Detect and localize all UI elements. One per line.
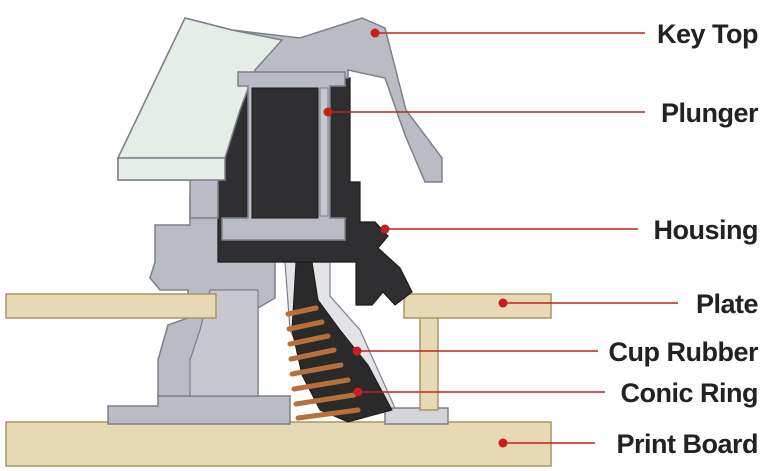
label-conic-ring: Conic Ring bbox=[621, 378, 759, 408]
plunger-stem-slot bbox=[319, 87, 329, 217]
leader-conic-ring bbox=[353, 387, 605, 397]
leader-cup-rubber bbox=[352, 346, 598, 356]
conic-ring-part bbox=[285, 305, 361, 421]
label-housing: Housing bbox=[654, 215, 759, 245]
plate-part-right bbox=[403, 293, 552, 319]
label-cup-rubber: Cup Rubber bbox=[609, 337, 759, 367]
labels: Key Top Plunger Housing Plate Cup Rubber… bbox=[609, 19, 760, 459]
label-key-top: Key Top bbox=[657, 19, 758, 49]
leader-housing bbox=[380, 224, 638, 234]
housing-base-flange bbox=[107, 395, 291, 425]
plate-part-left bbox=[5, 293, 217, 319]
cup-rubber-part bbox=[291, 261, 393, 423]
label-plate: Plate bbox=[696, 289, 759, 319]
print-board-part bbox=[5, 421, 552, 467]
leader-key-top bbox=[370, 28, 645, 38]
plunger-inner-dark bbox=[251, 87, 319, 219]
leader-lines bbox=[323, 28, 678, 448]
key-top-front-face bbox=[116, 17, 284, 159]
label-plunger: Plunger bbox=[661, 98, 759, 128]
key-top-lip bbox=[117, 157, 226, 181]
leader-plate bbox=[498, 298, 678, 308]
plate-support-post bbox=[419, 315, 439, 411]
leader-print-board bbox=[498, 438, 595, 448]
label-print-board: Print Board bbox=[616, 429, 758, 459]
leader-plunger bbox=[323, 107, 645, 117]
